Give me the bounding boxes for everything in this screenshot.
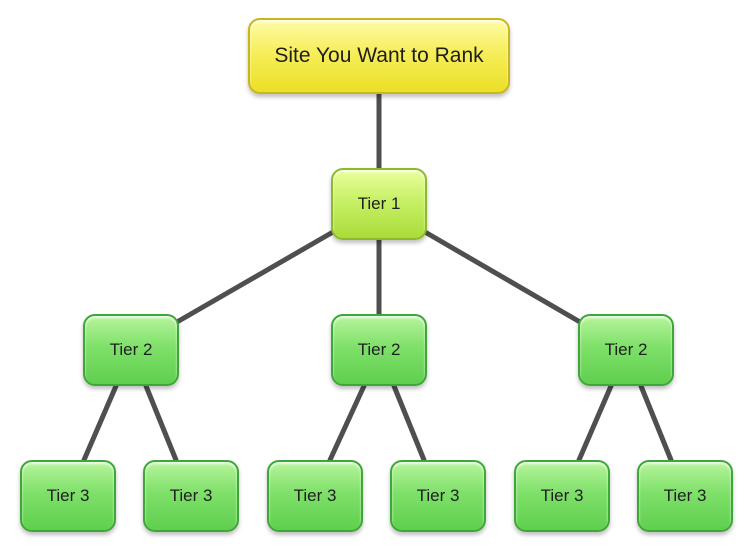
tier3-node-4: Tier 3: [390, 460, 486, 532]
tier3-node-1: Tier 3: [20, 460, 116, 532]
connector-tier2-left-tier3-b: [143, 383, 179, 463]
tier2-node-label: Tier 2: [109, 340, 153, 359]
tier3-node-label: Tier 3: [540, 486, 584, 505]
tier3-node-label: Tier 3: [663, 486, 707, 505]
root-node: Site You Want to Rank: [248, 18, 510, 94]
tier3-node-label: Tier 3: [46, 486, 90, 505]
tier2-node-label: Tier 2: [604, 340, 648, 359]
connector-tier2-left-tier3-a: [81, 383, 119, 463]
tier3-node-label: Tier 3: [293, 486, 337, 505]
tier3-node-6: Tier 3: [637, 460, 733, 532]
tier1-node: Tier 1: [331, 168, 427, 240]
tier2-node-label: Tier 2: [357, 340, 401, 359]
connector-tier1-tier2-left: [174, 229, 336, 325]
connector-tier2-center-tier3-c: [327, 383, 367, 463]
tier3-node-label: Tier 3: [416, 486, 460, 505]
connector-tier2-right-tier3-e: [576, 383, 614, 463]
root-node-label: Site You Want to Rank: [274, 44, 484, 67]
tier1-node-label: Tier 1: [357, 194, 401, 213]
connector-tier1-tier2-right: [422, 229, 583, 325]
tier2-node-right: Tier 2: [578, 314, 674, 386]
tier3-node-label: Tier 3: [169, 486, 213, 505]
tier3-node-2: Tier 3: [143, 460, 239, 532]
connector-tier2-center-tier3-d: [391, 383, 427, 463]
tier3-node-3: Tier 3: [267, 460, 363, 532]
tier2-node-left: Tier 2: [83, 314, 179, 386]
connector-tier2-right-tier3-f: [638, 383, 674, 463]
tier2-node-center: Tier 2: [331, 314, 427, 386]
tier3-node-5: Tier 3: [514, 460, 610, 532]
